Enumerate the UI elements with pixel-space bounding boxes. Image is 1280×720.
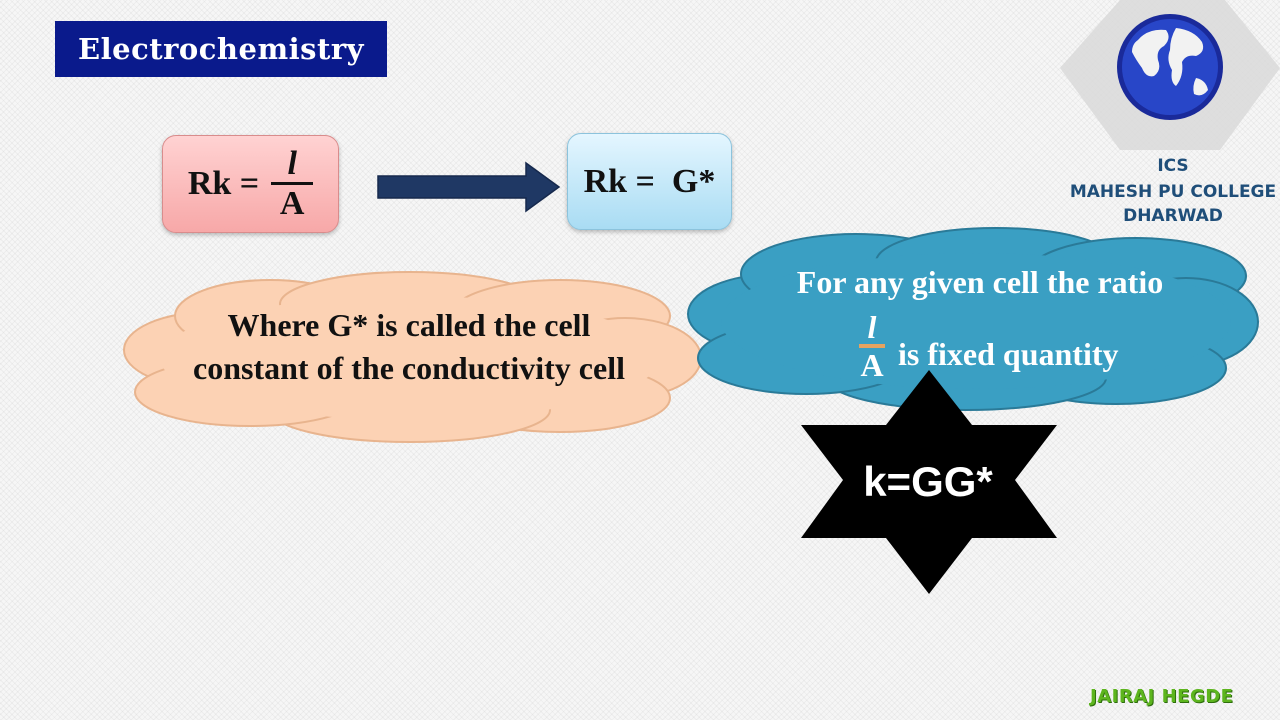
fraction-bar (271, 181, 314, 185)
author-name: JAIRAJ HEGDE (1090, 686, 1234, 707)
formula-lhs: Rk = (187, 165, 260, 202)
fraction-right-denominator: A (860, 347, 884, 383)
logo-ics: ICS (1157, 156, 1189, 176)
fraction-l-over-a: l A (271, 144, 314, 223)
cloud-left (123, 271, 702, 443)
cloud-right-line2: is fixed quantity (898, 336, 1119, 372)
logo (1060, 0, 1280, 150)
logo-college: MAHESH PU COLLEGE (1069, 182, 1277, 202)
cloud-right (687, 227, 1259, 411)
star-shape (801, 370, 1057, 594)
right-arrow-icon (377, 161, 561, 213)
fraction-right-numerator: l (867, 309, 877, 345)
cloud-left-text: Where G* is called the cell constant of … (193, 307, 625, 386)
fraction-numerator: l (287, 144, 297, 182)
formula-rk-g: Rk = G* (583, 162, 716, 200)
formula-box-left: Rk = l A (162, 135, 339, 233)
page-title: Electrochemistry (55, 21, 387, 77)
fraction-denominator: A (279, 184, 305, 222)
fraction-l-over-a-right: l A (852, 310, 892, 382)
formula-box-right: Rk = G* (567, 133, 732, 230)
globe-icon (1117, 14, 1223, 120)
cloud-right-line1: For any given cell the ratio (796, 264, 1164, 300)
star-formula-text: k=GG* (863, 458, 993, 505)
fraction-right-bar (859, 344, 885, 348)
logo-city: DHARWAD (1123, 206, 1223, 226)
